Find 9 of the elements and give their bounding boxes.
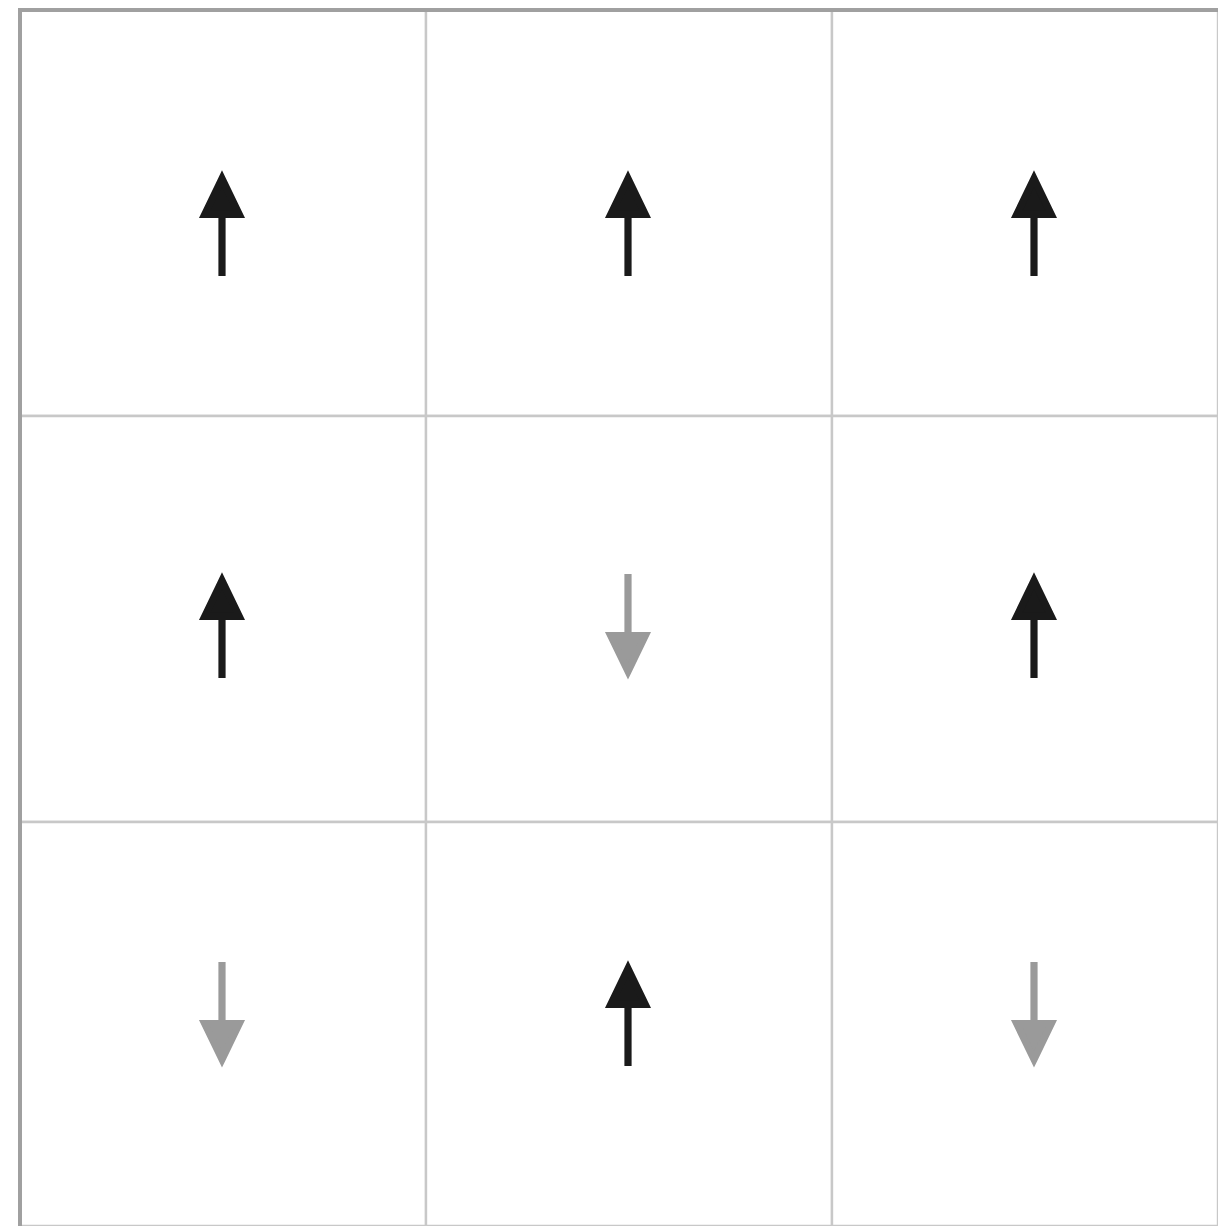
grid-cell <box>18 820 428 1226</box>
grid-cell <box>424 820 834 1226</box>
grid-cell <box>18 414 428 824</box>
grid-cell <box>424 8 834 418</box>
grid-cell <box>18 8 428 418</box>
grid-cell <box>830 414 1218 824</box>
grid-cell <box>830 8 1218 418</box>
grid-cell <box>424 414 834 824</box>
grid-cell <box>830 820 1218 1226</box>
